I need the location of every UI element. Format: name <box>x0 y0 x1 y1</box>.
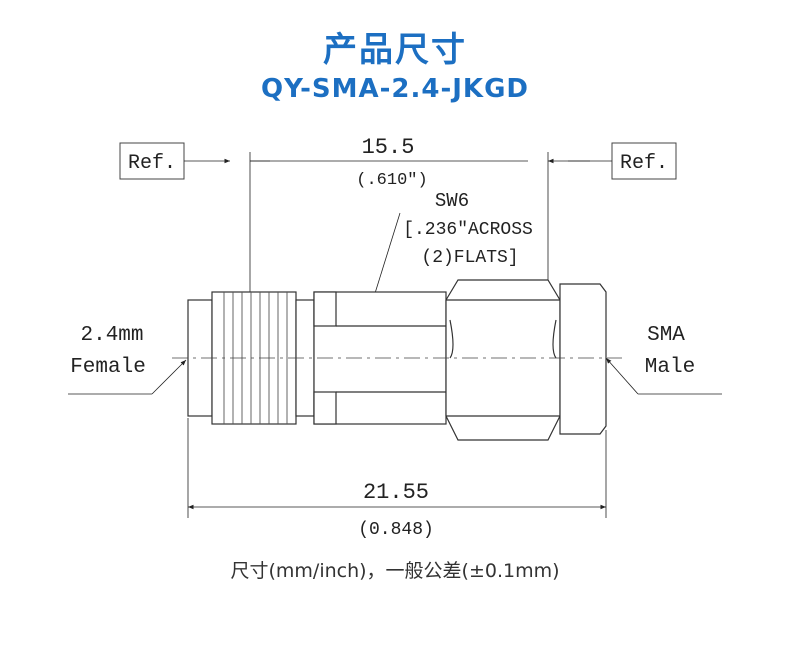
page-title: 产品尺寸 <box>323 30 467 70</box>
bottom-dim-inch: (0.848) <box>358 520 434 540</box>
sw-note-line1: [.236″ACROSS <box>403 220 533 240</box>
bottom-dimension <box>187 418 607 518</box>
left-label-gender: Female <box>70 356 146 379</box>
top-dimension <box>184 152 612 292</box>
sw-label: SW6 <box>435 190 469 212</box>
right-leader <box>605 357 722 395</box>
bottom-dim-mm: 21.55 <box>363 480 429 505</box>
right-label-gender: Male <box>645 356 695 379</box>
sma-coupling-nut <box>559 283 607 435</box>
top-dim-mm: 15.5 <box>362 135 415 160</box>
sw-note-line2: (2)FLATS] <box>421 248 518 268</box>
ref-label-right: Ref. <box>620 152 668 175</box>
left-leader <box>68 359 187 395</box>
tolerance-note: 尺寸(mm/inch)，一般公差(±0.1mm) <box>230 560 560 582</box>
hex-nut <box>445 279 561 441</box>
ref-label-left: Ref. <box>128 152 176 175</box>
top-dim-inch: (.610″) <box>356 171 427 190</box>
left-label-size: 2.4mm <box>80 324 143 347</box>
right-label-type: SMA <box>647 324 685 347</box>
model-number: QY-SMA-2.4-JKGD <box>260 74 529 104</box>
